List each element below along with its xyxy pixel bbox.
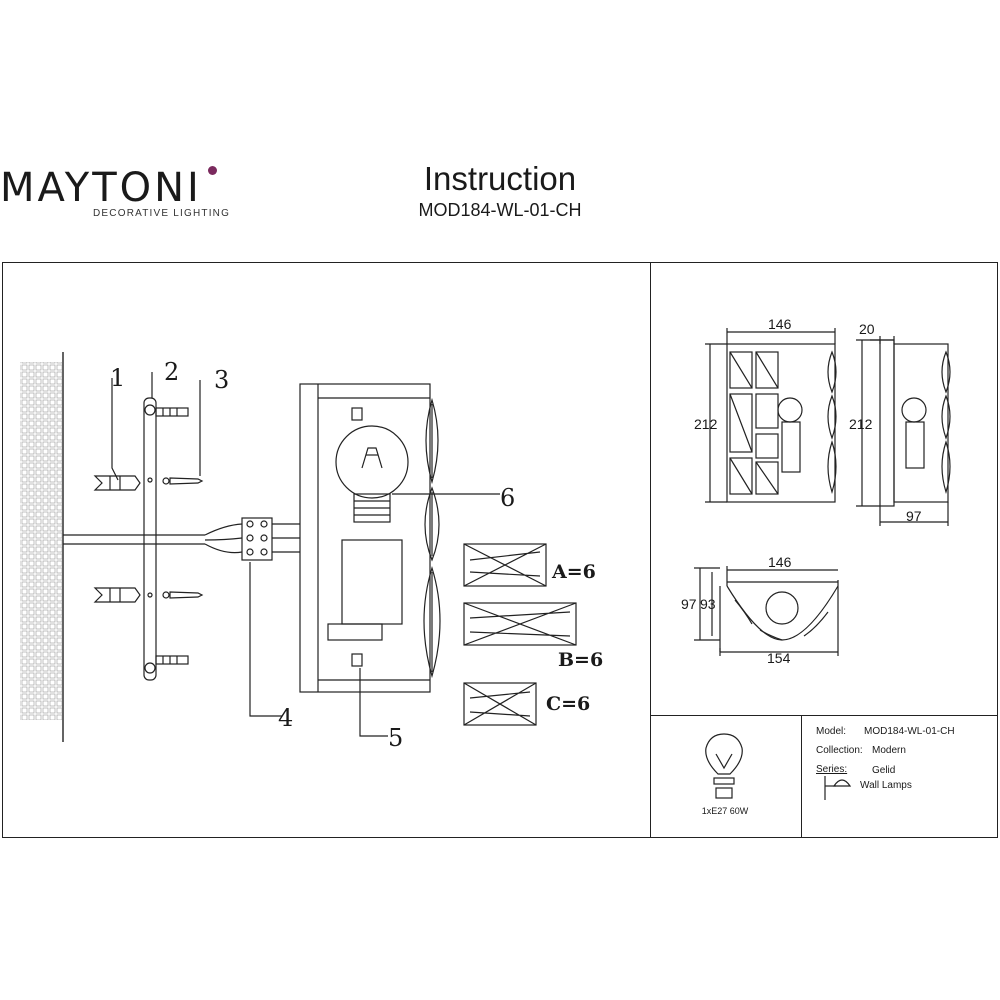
screw-top: [162, 477, 204, 485]
callout-1: 1: [110, 364, 126, 392]
dim-top-width-outer: 154: [767, 650, 791, 666]
brand-name: MAYTONI: [0, 165, 202, 211]
crystal-c: [463, 682, 537, 726]
mounting-bolt-bottom: [155, 655, 189, 665]
part-c-label: C=6: [546, 693, 591, 715]
spec-series-value: Gelid: [872, 765, 896, 776]
callout-6: 6: [500, 484, 516, 512]
spec-type-value: Wall Lamps: [860, 780, 912, 791]
wall-anchor-bottom: [93, 587, 141, 603]
spec-divider: [801, 715, 802, 838]
callout-5: 5: [388, 724, 404, 752]
wall-anchor-top: [93, 475, 141, 491]
part-b-label: B=6: [558, 649, 604, 671]
callout-2: 2: [164, 358, 180, 386]
dim-side-height: 212: [849, 416, 873, 432]
bulb-spec: 1xE27 60W: [701, 806, 749, 816]
mounting-bolt-top: [155, 407, 189, 417]
crystal-a: [463, 543, 547, 587]
dim-side-depth: 97: [906, 508, 922, 524]
dim-front-width: 146: [768, 316, 792, 332]
page-title: Instruction: [423, 160, 577, 197]
frame-divider-vertical: [650, 262, 651, 838]
dim-top-depth-inner: 93: [700, 596, 716, 612]
spec-model-key: Model:: [816, 726, 847, 737]
spec-series-key: Series:: [816, 764, 848, 775]
wall-lamp-icon: [824, 776, 852, 800]
part-a-label: A=6: [552, 561, 596, 583]
spec-collection-value: Modern: [872, 745, 906, 756]
mounting-plate: [143, 397, 157, 681]
screw-bottom: [162, 591, 204, 599]
callout-4: 4: [278, 704, 294, 732]
spec-collection-key: Collection:: [816, 745, 863, 756]
top-view: [694, 566, 839, 656]
dim-top-width: 146: [768, 554, 792, 570]
bulb-icon: [705, 733, 743, 799]
callout-3: 3: [214, 366, 230, 394]
brand-tagline: DECORATIVE LIGHTING: [93, 208, 231, 219]
crystal-b: [463, 602, 577, 646]
socket-sleeve: [341, 539, 403, 625]
dim-top-depth-outer: 97: [681, 596, 697, 612]
lamp-body: [299, 383, 431, 693]
side-view: [856, 336, 951, 526]
page-model-code: MOD184-WL-01-CH: [418, 200, 582, 220]
brand-logo: MAYTONI DECORATIVE LIGHTING: [0, 162, 229, 219]
front-view: [705, 328, 837, 503]
dim-side-depth-top: 20: [859, 321, 875, 337]
wall-pattern: [20, 362, 62, 720]
logo-dot-icon: [208, 166, 217, 175]
instruction-frame: [2, 262, 998, 838]
terminal-block: [241, 517, 273, 561]
bulb-globe: [335, 425, 409, 499]
spec-model-value: MOD184-WL-01-CH: [864, 726, 955, 737]
frame-divider-horizontal: [650, 715, 998, 716]
dim-front-height: 212: [694, 416, 718, 432]
